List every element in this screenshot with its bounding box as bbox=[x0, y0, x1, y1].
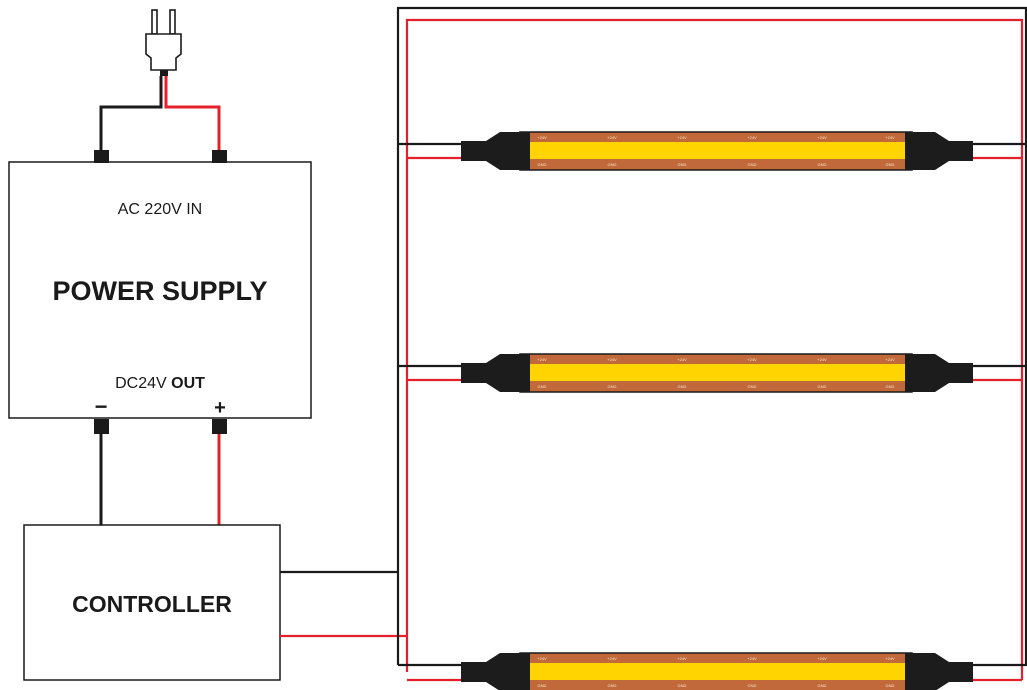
dc-output-terminal-minus bbox=[94, 419, 109, 434]
controller-title: CONTROLLER bbox=[72, 591, 232, 617]
led-strip-phosphor bbox=[520, 142, 912, 159]
led-strip-2: +24V GND +24V GND +24V GND +24V GND +24V GND +24V G… bbox=[461, 353, 973, 393]
strip-gnd-label: GND bbox=[748, 683, 757, 688]
led-strip-phosphor bbox=[520, 364, 912, 381]
strip-plus24v-label: +24V bbox=[885, 656, 895, 661]
strip-plus24v-label: +24V bbox=[537, 357, 547, 362]
dc-output-prefix: DC24V bbox=[115, 375, 167, 392]
strip-right-connector bbox=[905, 653, 973, 690]
controller-box bbox=[23, 524, 281, 681]
strip-gnd-label: GND bbox=[886, 683, 895, 688]
strip-plus24v-label: +24V bbox=[885, 135, 895, 140]
strip-plus24v-label: +24V bbox=[537, 656, 547, 661]
strip-gnd-label: GND bbox=[538, 162, 547, 167]
dc-output-label: DC24V OUT bbox=[115, 375, 205, 392]
strip-gnd-label: GND bbox=[748, 162, 757, 167]
dc-output-terminal-plus bbox=[212, 419, 227, 434]
dc-output-bold: OUT bbox=[171, 375, 205, 392]
output-plus-symbol: + bbox=[214, 397, 226, 419]
strip-plus24v-label: +24V bbox=[817, 135, 827, 140]
strip-plus24v-label: +24V bbox=[607, 357, 617, 362]
strip-plus24v-label: +24V bbox=[677, 135, 687, 140]
strip-gnd-label: GND bbox=[818, 384, 827, 389]
strip-plus24v-label: +24V bbox=[607, 656, 617, 661]
led-strip-phosphor bbox=[520, 663, 912, 680]
output-minus-symbol: − bbox=[95, 394, 108, 419]
strip-plus24v-label: +24V bbox=[747, 135, 757, 140]
strip-gnd-label: GND bbox=[678, 162, 687, 167]
strip-plus24v-label: +24V bbox=[677, 656, 687, 661]
strip-plus24v-label: +24V bbox=[817, 656, 827, 661]
led-strip-1: +24V GND +24V GND +24V GND +24V GND +24V GND +24V G… bbox=[461, 131, 973, 171]
strip-right-connector bbox=[905, 354, 973, 392]
strip-gnd-label: GND bbox=[608, 683, 617, 688]
strip-gnd-label: GND bbox=[818, 162, 827, 167]
strip-gnd-label: GND bbox=[608, 384, 617, 389]
power-supply-box bbox=[8, 161, 312, 419]
power-plug-icon bbox=[145, 9, 182, 76]
strip-left-connector bbox=[461, 132, 530, 170]
mains-wire-red bbox=[164, 76, 221, 152]
strip-plus24v-label: +24V bbox=[747, 357, 757, 362]
strip-plus24v-label: +24V bbox=[885, 357, 895, 362]
ac-input-label: AC 220V IN bbox=[118, 201, 202, 218]
strip-plus24v-label: +24V bbox=[747, 656, 757, 661]
strip-plus24v-label: +24V bbox=[677, 357, 687, 362]
led-strip-3: +24V GND +24V GND +24V GND +24V GND +24V GND +24V G… bbox=[461, 652, 973, 690]
strip-left-connector bbox=[461, 354, 530, 392]
strip-gnd-label: GND bbox=[678, 384, 687, 389]
ac-input-terminal-black bbox=[94, 150, 109, 163]
strip-plus24v-label: +24V bbox=[537, 135, 547, 140]
strip-right-connector bbox=[905, 132, 973, 170]
strip-plus24v-label: +24V bbox=[817, 357, 827, 362]
strip-gnd-label: GND bbox=[678, 683, 687, 688]
bus-wire-red bbox=[405, 18, 1024, 680]
strip-gnd-label: GND bbox=[538, 683, 547, 688]
strip-gnd-label: GND bbox=[748, 384, 757, 389]
strip-gnd-label: GND bbox=[818, 683, 827, 688]
bus-wire-black bbox=[396, 6, 1027, 666]
mains-wire-black bbox=[99, 76, 163, 152]
strip-gnd-label: GND bbox=[608, 162, 617, 167]
led-strips: +24V GND +24V GND +24V GND +24V GND +24V GND +24V G… bbox=[461, 131, 973, 690]
strip-gnd-label: GND bbox=[886, 162, 895, 167]
strip-gnd-label: GND bbox=[538, 384, 547, 389]
strip-gnd-label: GND bbox=[886, 384, 895, 389]
ac-input-terminal-red bbox=[212, 150, 227, 163]
strip-plus24v-label: +24V bbox=[607, 135, 617, 140]
power-supply-title: POWER SUPPLY bbox=[52, 276, 267, 306]
strip-left-connector bbox=[461, 653, 530, 690]
